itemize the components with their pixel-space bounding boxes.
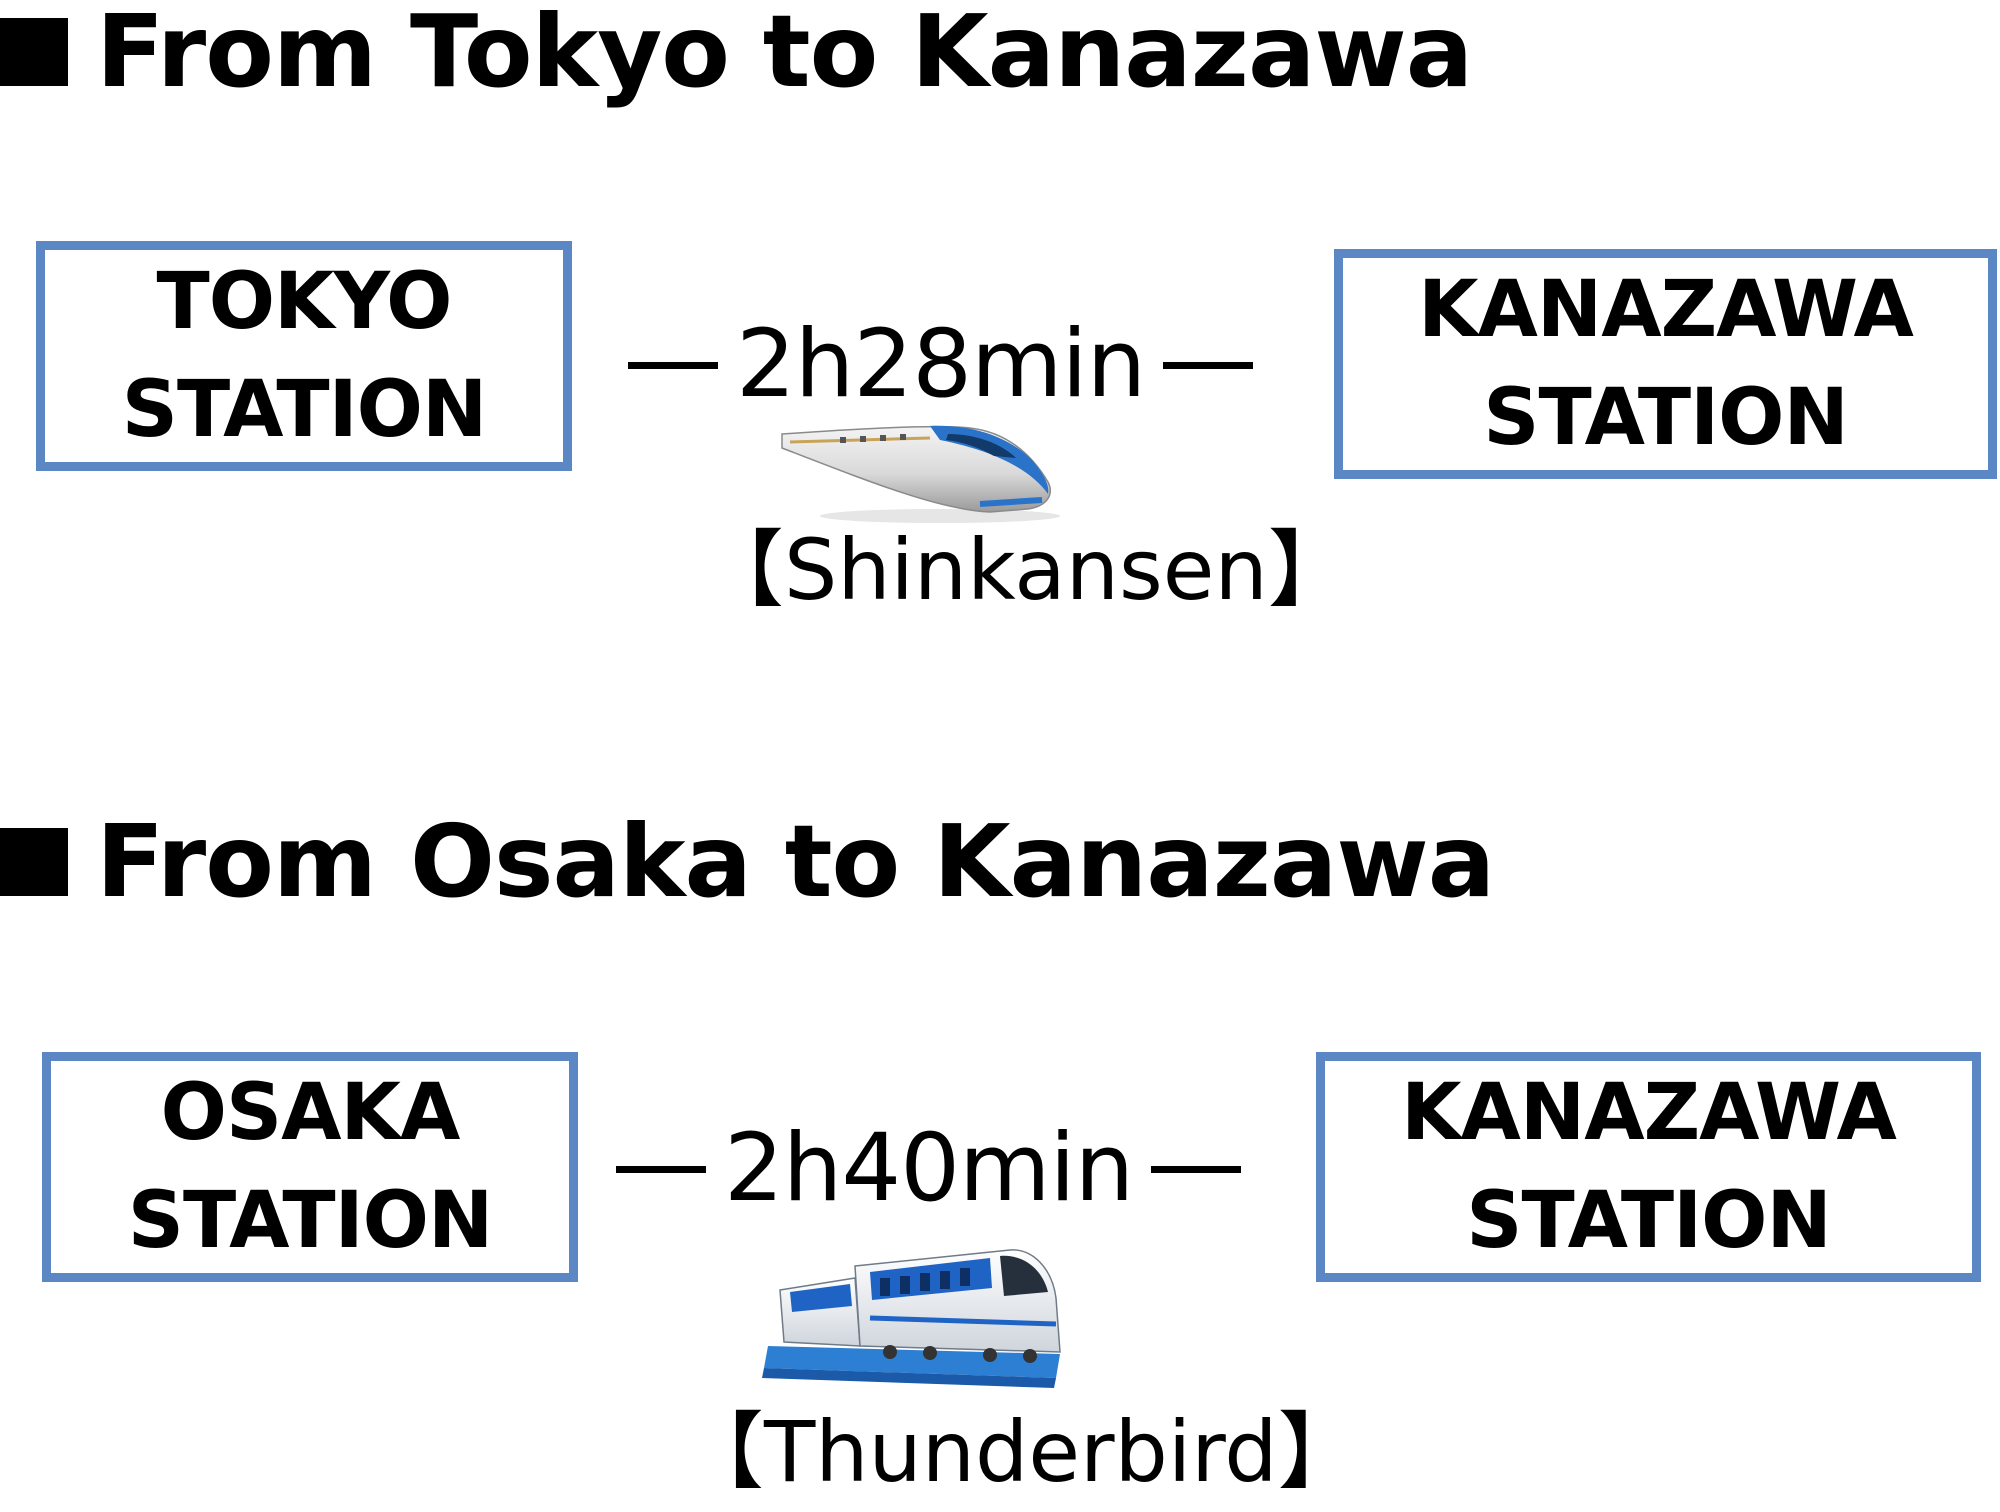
heading-title: From Tokyo to Kanazawa <box>96 0 1473 110</box>
route-dash-right <box>1151 1165 1242 1173</box>
station-name-line2: STATION <box>127 1176 493 1266</box>
station-box-origin-osaka: OSAKA STATION <box>42 1052 578 1282</box>
station-name-line1: TOKYO <box>156 257 453 347</box>
route-dash-right <box>1163 361 1254 369</box>
station-name-line2: STATION <box>121 365 487 455</box>
train-type-label: 【Thunderbird】 <box>680 1403 1362 1501</box>
shinkansen-train-icon <box>780 412 1065 527</box>
station-name-line1: KANAZAWA <box>1418 265 1914 355</box>
travel-duration: 2h40min <box>724 1114 1134 1223</box>
station-name-line2: STATION <box>1466 1176 1831 1266</box>
section-heading-tokyo: From Tokyo to Kanazawa <box>0 0 1473 110</box>
train-type-label: 【Shinkansen】 <box>700 521 1352 619</box>
station-name-line1: KANAZAWA <box>1401 1068 1897 1158</box>
route-connector: 2h28min <box>628 310 1254 419</box>
station-name-line1: OSAKA <box>160 1068 461 1158</box>
station-box-destination-kanazawa: KANAZAWA STATION <box>1334 249 1997 479</box>
thunderbird-train-icon <box>760 1228 1070 1393</box>
station-box-origin-tokyo: TOKYO STATION <box>36 241 572 471</box>
station-name-line2: STATION <box>1483 373 1848 463</box>
route-connector: 2h40min <box>616 1114 1242 1223</box>
travel-duration: 2h28min <box>736 310 1146 419</box>
route-dash-left <box>628 361 718 369</box>
station-box-destination-kanazawa: KANAZAWA STATION <box>1316 1052 1981 1282</box>
heading-title: From Osaka to Kanazawa <box>96 803 1495 920</box>
heading-bullet-icon <box>0 828 68 896</box>
route-dash-left <box>616 1165 706 1173</box>
section-heading-osaka: From Osaka to Kanazawa <box>0 803 1495 920</box>
heading-bullet-icon <box>0 18 68 86</box>
